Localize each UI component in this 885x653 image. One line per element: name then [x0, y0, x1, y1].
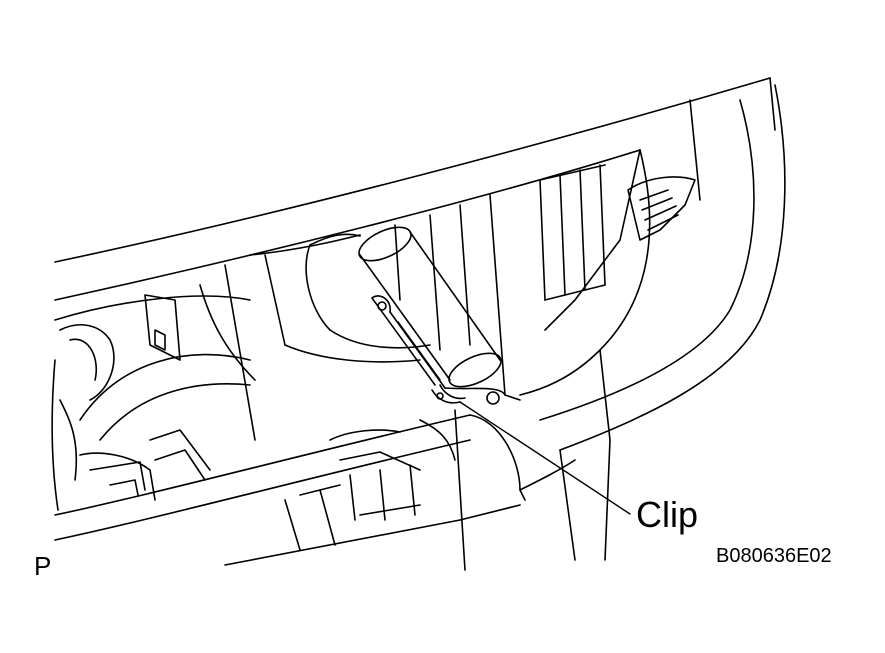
clip [431, 389, 461, 404]
inner-brackets [539, 164, 606, 301]
right-side-trim [519, 84, 786, 561]
cylinder-component [358, 226, 506, 405]
panel-upper-edge [54, 77, 776, 301]
view-marker-label: P [34, 551, 52, 581]
lower-panel [54, 409, 576, 571]
figure-code-label: B080636E02 [716, 545, 832, 567]
vent-grille [627, 176, 696, 241]
callout-label-clip: Clip [636, 494, 699, 535]
mid-housings [249, 194, 521, 401]
left-mechanism [51, 264, 256, 511]
callout-leader-line [459, 401, 631, 515]
